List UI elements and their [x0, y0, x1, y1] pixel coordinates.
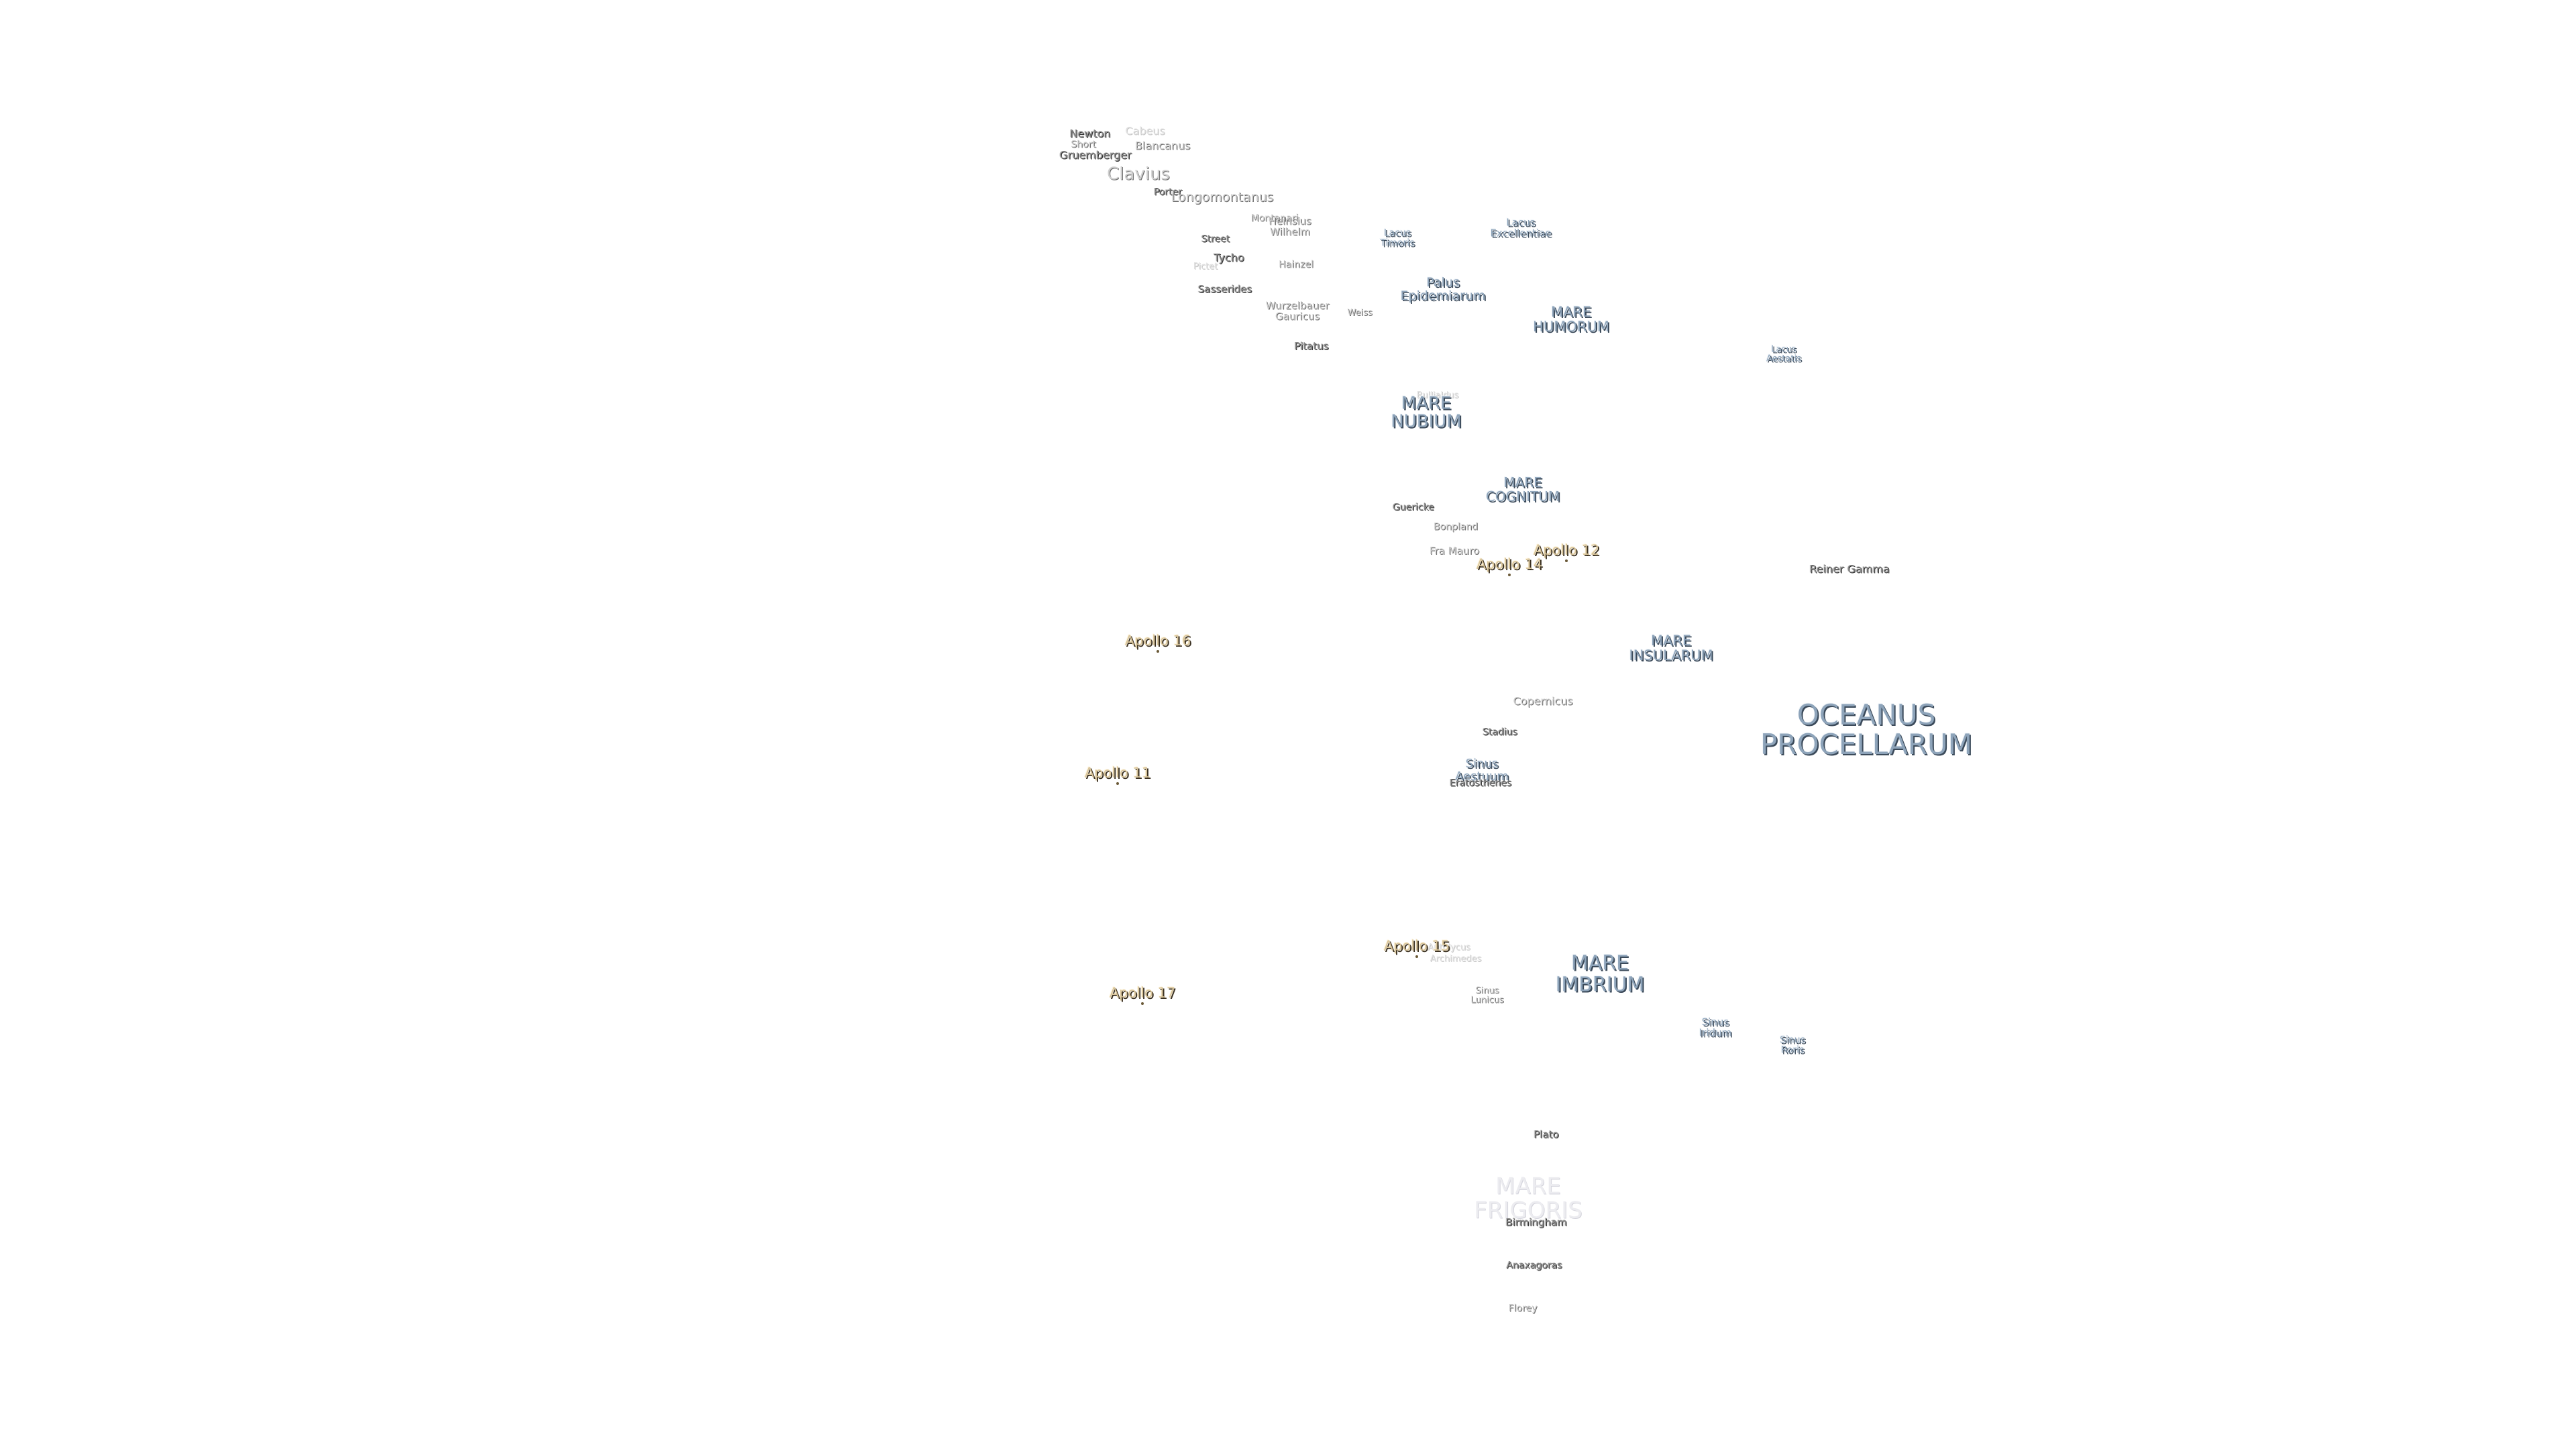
- label-mare-cognitum: MARE COGNITUM: [1485, 474, 1560, 504]
- label-lacus-excellentiae: Lacus Excellentiae: [1490, 216, 1552, 239]
- label-street: Street: [1201, 233, 1230, 245]
- label-porter: Porter: [1153, 186, 1183, 198]
- label-plato: Plato: [1534, 1128, 1559, 1141]
- label-pictet: Pictet: [1193, 262, 1218, 272]
- label-cabeus: Cabeus: [1125, 124, 1165, 138]
- label-autolycus: Autolycus: [1428, 943, 1470, 953]
- label-apollo-11: Apollo 11: [1084, 764, 1151, 781]
- label-mare-insularum: MARE INSULARUM: [1629, 632, 1713, 663]
- label-anaxagoras: Anaxagoras: [1506, 1260, 1562, 1271]
- apollo-11-site-marker-icon: [1116, 782, 1119, 785]
- label-newton: Newton: [1069, 127, 1111, 140]
- label-sinus-roris: Sinus Roris: [1780, 1034, 1805, 1055]
- label-oceanus-procellarum: OCEANUS PROCELLARUM: [1760, 698, 1973, 761]
- label-fra-mauro: Fra Mauro: [1429, 545, 1480, 557]
- label-apollo-16: Apollo 16: [1124, 632, 1191, 649]
- label-bonpland: Bonpland: [1433, 521, 1479, 533]
- label-sinus-lunicus: Sinus Lunicus: [1470, 985, 1504, 1005]
- label-wilhelm: Heinsius Wilhelm: [1269, 215, 1311, 237]
- label-pitatus: Pitatus: [1294, 340, 1329, 353]
- label-clavius: Clavius: [1107, 164, 1170, 184]
- label-sinus-iridum: Sinus Iridum: [1699, 1016, 1732, 1038]
- label-blancanus: Blancanus: [1134, 139, 1191, 152]
- label-longomontanus: Longomontanus: [1171, 190, 1274, 205]
- label-bullialdus: Bullialdus: [1416, 390, 1459, 401]
- label-sinus-aestuum: Sinus Aestuum: [1455, 757, 1509, 784]
- apollo-14-site-marker-icon: [1508, 574, 1511, 576]
- apollo-16-site-marker-icon: [1157, 650, 1159, 653]
- label-apollo-17: Apollo 17: [1109, 984, 1176, 1001]
- label-birmingham: Birmingham: [1505, 1216, 1567, 1229]
- label-eratosthenes: Eratosthenes: [1449, 777, 1512, 789]
- label-short: Short: [1071, 139, 1096, 150]
- label-mare-humorum: MARE HUMORUM: [1533, 303, 1609, 335]
- label-weiss: Weiss: [1347, 308, 1373, 319]
- label-reiner-gamma: Reiner Gamma: [1809, 562, 1890, 576]
- apollo-15-site-marker-icon: [1415, 955, 1418, 958]
- label-guericke: Guericke: [1393, 502, 1434, 513]
- apollo-17-site-marker-icon: [1141, 1002, 1144, 1005]
- label-lacus-aestatis: Lacus Aestatis: [1766, 344, 1801, 364]
- apollo-12-site-marker-icon: [1565, 559, 1568, 562]
- label-mare-frigoris: MARE FRIGORIS: [1474, 1173, 1582, 1224]
- label-copernicus: Copernicus: [1513, 694, 1573, 708]
- label-mare-nubium: MARE NUBIUM: [1391, 393, 1462, 432]
- label-palus-epidemiarum: Palus Epidemiarum: [1400, 275, 1486, 303]
- label-archimedes: Archimedes: [1430, 954, 1482, 965]
- label-montanari: Montanari: [1250, 213, 1299, 224]
- label-wurzelbauer: Wurzelbauer Gauricus: [1265, 299, 1330, 322]
- label-apollo-12: Apollo 12: [1533, 541, 1600, 558]
- label-florey: Florey: [1508, 1303, 1538, 1314]
- label-sasserides: Sasserides: [1197, 283, 1252, 296]
- label-tycho: Tycho: [1214, 251, 1244, 264]
- label-apollo-14: Apollo 14: [1476, 555, 1543, 572]
- label-gruemberger: Gruemberger: [1059, 148, 1132, 162]
- label-lacus-timoris: Lacus Timoris: [1380, 227, 1415, 248]
- label-hainzel: Hainzel: [1279, 259, 1313, 270]
- label-apollo-15: Apollo 15: [1383, 937, 1450, 954]
- label-mare-imbrium: MARE IMBRIUM: [1555, 951, 1645, 996]
- label-stadius: Stadius: [1483, 727, 1517, 738]
